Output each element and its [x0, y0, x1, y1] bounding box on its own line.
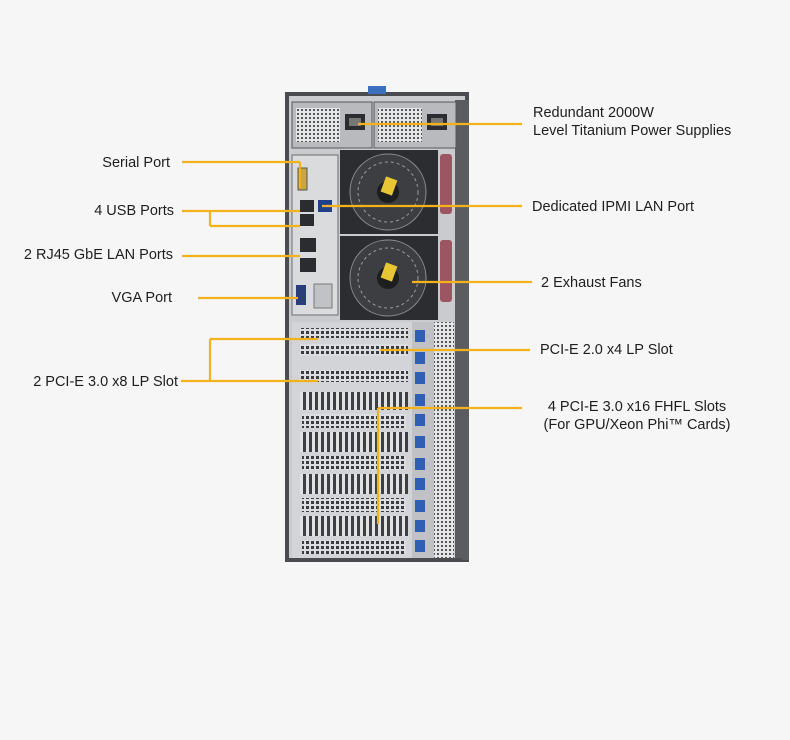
label-pcie-x16: 4 PCI-E 3.0 x16 FHFL Slots (For GPU/Xeon…: [532, 398, 742, 434]
label-exhaust-fans: 2 Exhaust Fans: [541, 275, 642, 291]
fan-handle-top: [440, 154, 452, 214]
fan-top: [340, 150, 438, 234]
label-rj45-ports: 2 RJ45 GbE LAN Ports: [23, 247, 173, 263]
label-ipmi-port: Dedicated IPMI LAN Port: [532, 199, 694, 215]
label-usb-ports: 4 USB Ports: [94, 203, 174, 219]
chassis-foot: [290, 558, 462, 562]
power-supply-left: [291, 101, 373, 149]
label-psu: Redundant 2000W Level Titanium Power Sup…: [533, 104, 731, 140]
pcie-area: [292, 322, 454, 558]
label-psu-line2: Level Titanium Power Supplies: [533, 123, 732, 139]
fan-handle-bottom: [440, 240, 452, 302]
label-pcie-x16-line2: (For GPU/Xeon Phi™ Cards): [543, 417, 731, 433]
label-pcie-x16-line1: 4 PCI-E 3.0 x16 FHFL Slots: [547, 399, 727, 415]
callout-lines: [181, 122, 532, 524]
label-vga-port: VGA Port: [111, 290, 172, 306]
pcie-latches: [415, 330, 425, 552]
label-pcie-x4: PCI-E 2.0 x4 LP Slot: [540, 342, 673, 358]
fan-bottom: [340, 236, 438, 320]
label-serial-port: Serial Port: [102, 155, 170, 171]
label-psu-line1: Redundant 2000W: [533, 105, 654, 121]
label-pcie-x8: 2 PCI-E 3.0 x8 LP Slot: [33, 374, 178, 390]
